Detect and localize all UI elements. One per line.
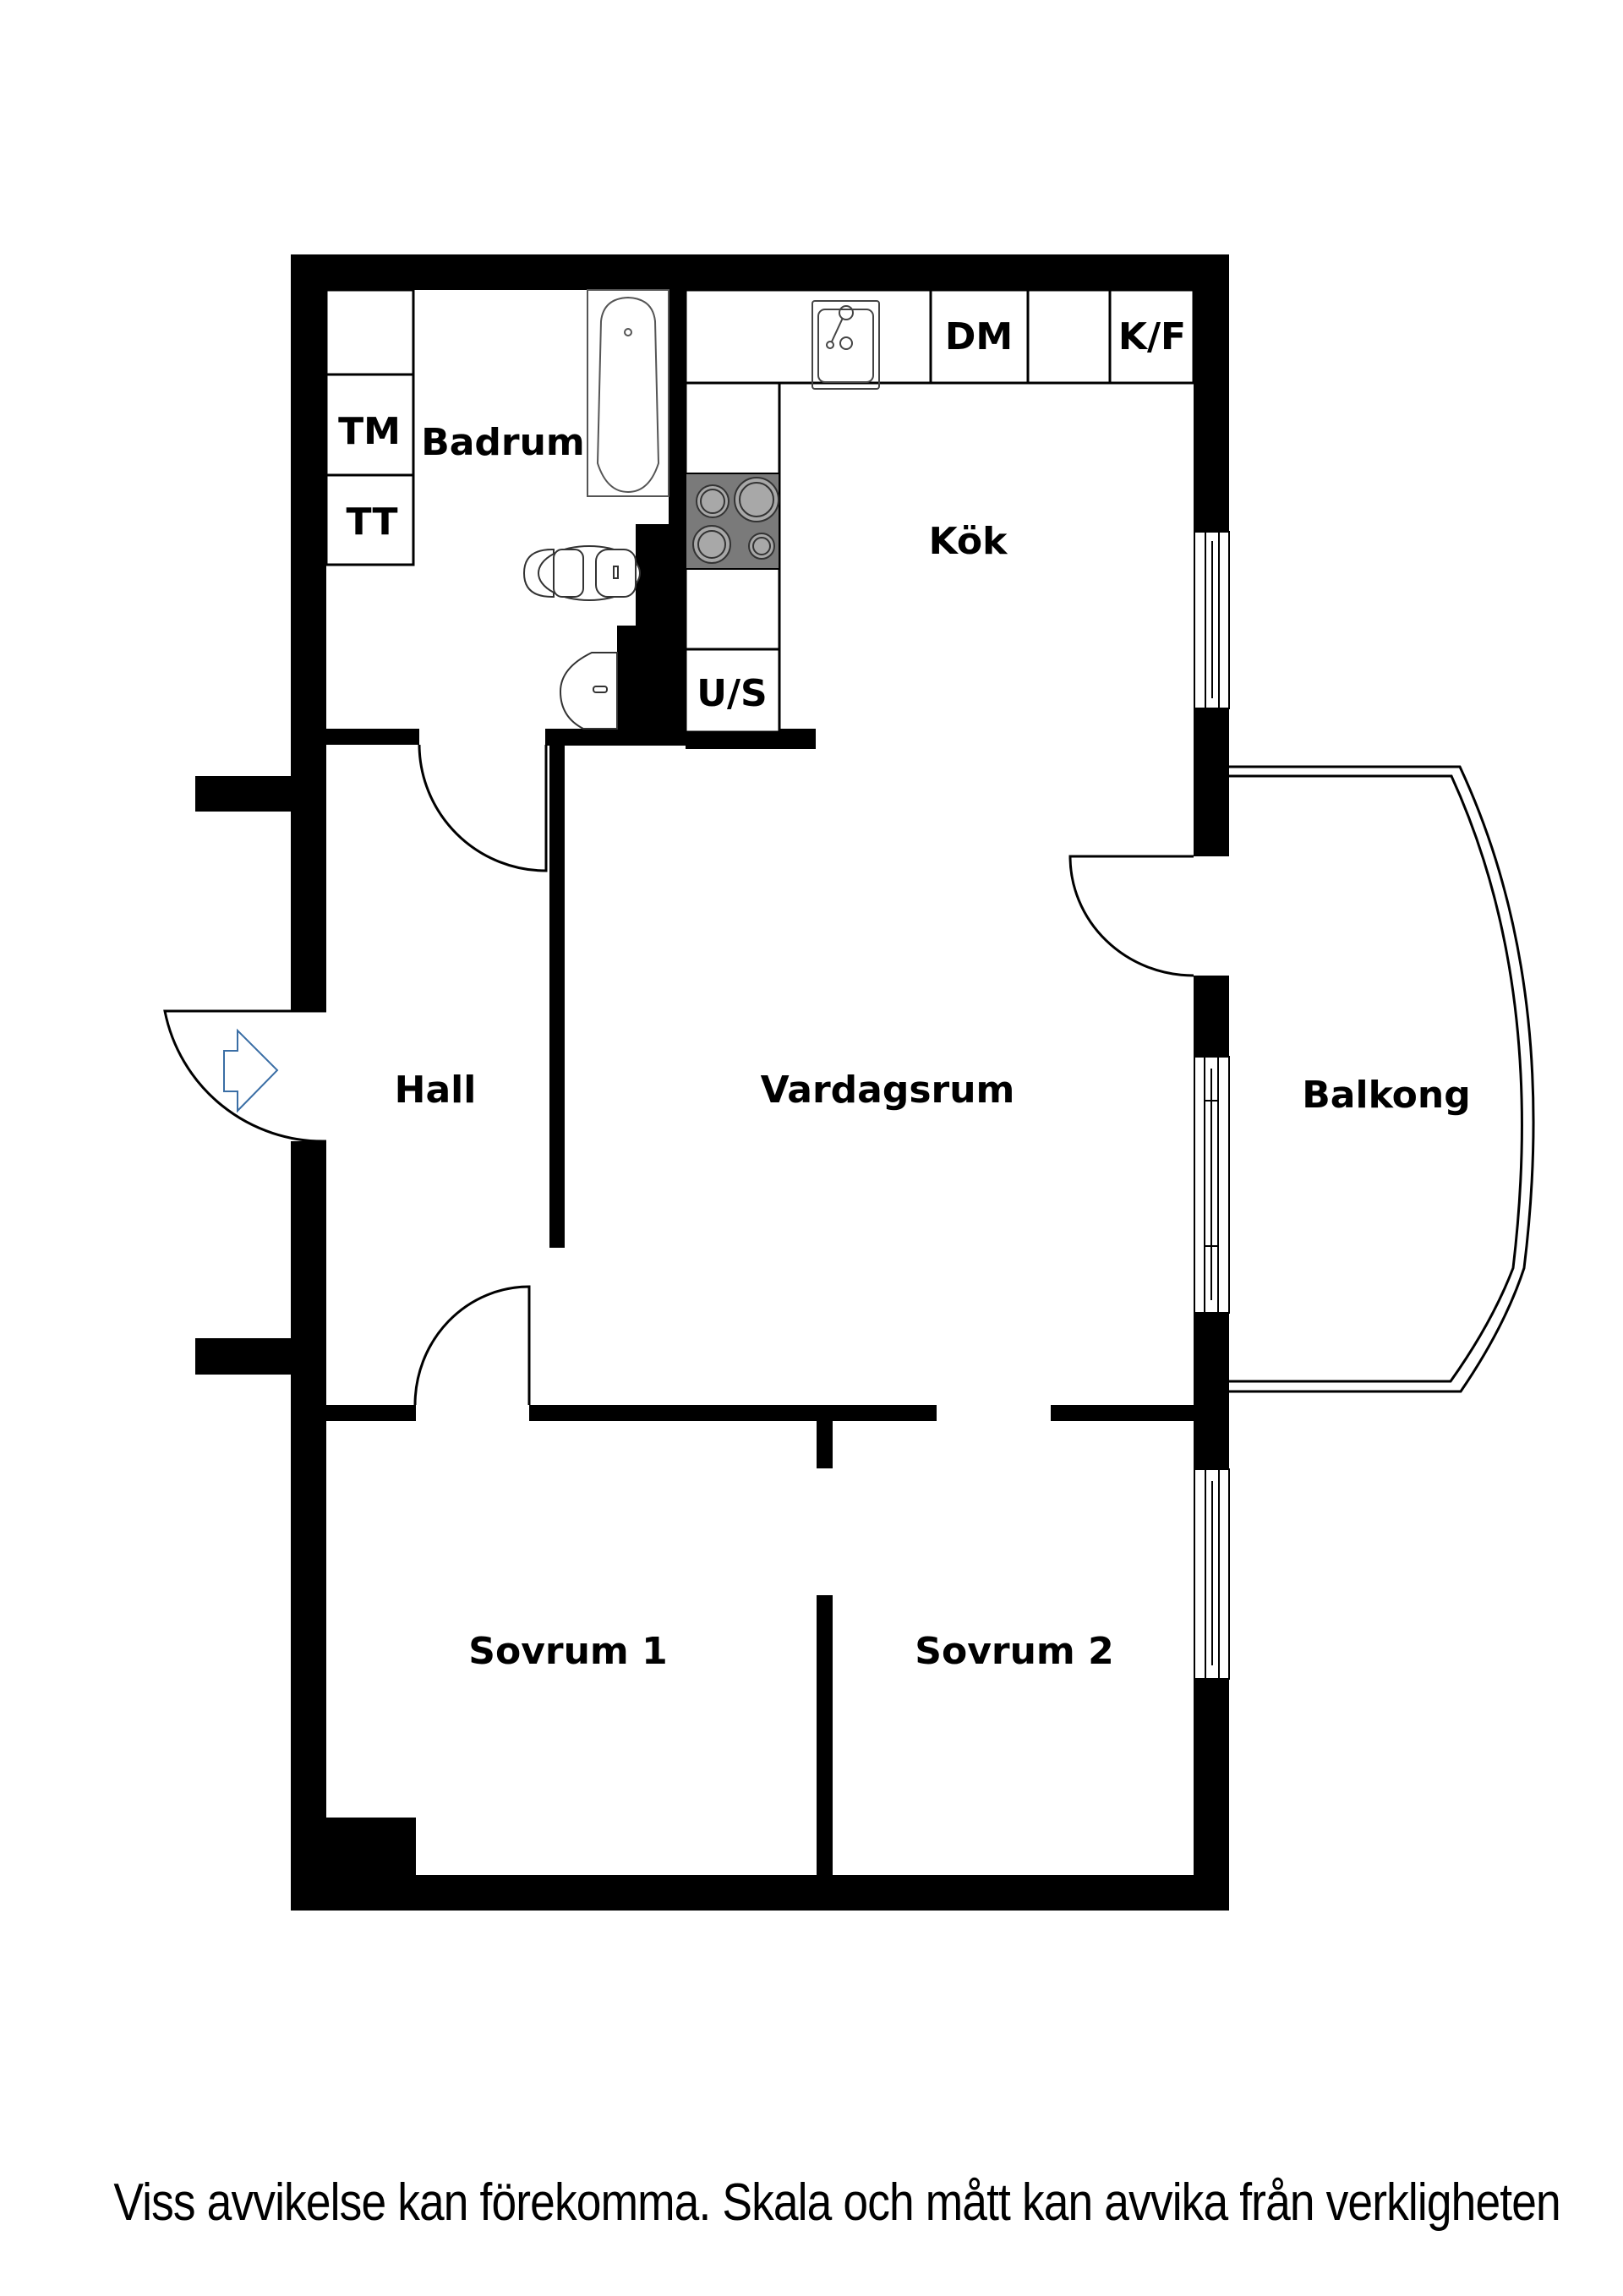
balcony-door xyxy=(1068,855,1194,977)
dryer-label: TT xyxy=(346,500,397,544)
bedroom-window xyxy=(1194,1468,1230,1680)
kitchen-sink-icon xyxy=(812,300,880,390)
dishwasher-label: DM xyxy=(945,315,1013,358)
room-label-vardagsrum: Vardagsrum xyxy=(761,1069,1015,1112)
door-swings xyxy=(163,744,1194,1406)
outer-walls xyxy=(195,254,1229,1911)
washing-machine-label: TM xyxy=(338,410,401,453)
oven-label: U/S xyxy=(697,672,768,715)
living-window xyxy=(1194,1056,1230,1314)
room-label-badrum: Badrum xyxy=(421,421,585,464)
bathtub-icon xyxy=(587,289,669,497)
kitchen-column-bottom-wall xyxy=(686,732,816,749)
bedroom-door xyxy=(413,1285,531,1406)
room-label-sovrum1: Sovrum 1 xyxy=(468,1630,667,1673)
entry-door xyxy=(163,1009,327,1143)
stove-icon xyxy=(685,473,780,570)
fridge-freezer-label: K/F xyxy=(1118,315,1186,358)
bathroom-door xyxy=(418,744,548,872)
entrance-arrow-icon xyxy=(223,1028,279,1113)
disclaimer-text: Viss avvikelse kan förekomma. Skala och … xyxy=(113,2173,1560,2232)
room-label-kok: Kök xyxy=(929,520,1009,563)
washbasin-icon xyxy=(559,652,618,730)
kitchen-window xyxy=(1194,531,1230,709)
interior-walls xyxy=(326,290,1194,1875)
balcony-railing xyxy=(1229,765,1535,1393)
room-label-balkong: Balkong xyxy=(1302,1074,1470,1117)
toilet-icon xyxy=(522,545,641,601)
windows xyxy=(1194,531,1230,1680)
bathroom-cabinets xyxy=(325,288,415,566)
room-label-hall: Hall xyxy=(395,1069,477,1112)
room-label-sovrum2: Sovrum 2 xyxy=(915,1630,1113,1673)
